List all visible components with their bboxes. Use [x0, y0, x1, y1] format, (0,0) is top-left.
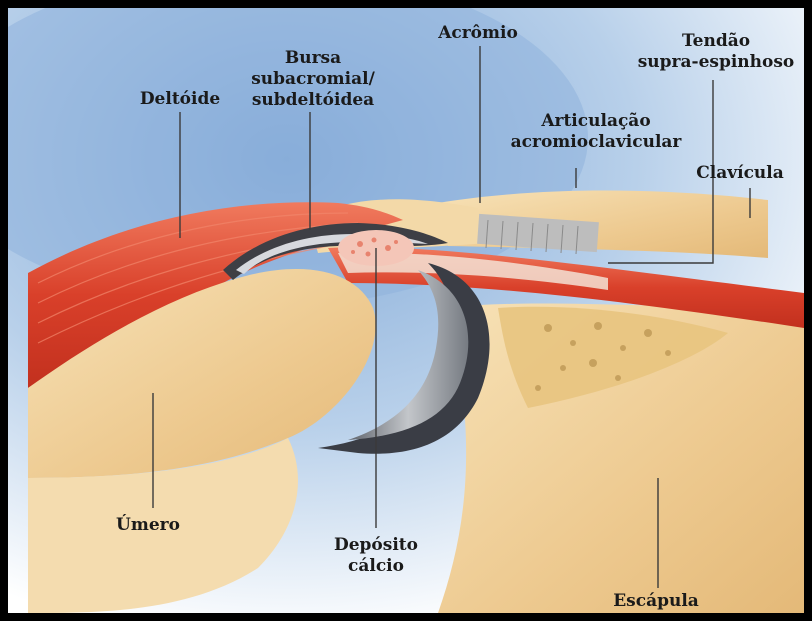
- shoulder-anatomy-diagram: Deltóide Bursa subacromial/ subdeltóidea…: [8, 8, 804, 613]
- label-bursa-line3: subdeltóidea: [252, 90, 374, 110]
- label-umero: Úmero: [116, 514, 180, 535]
- label-tendao-line2: supra-espinhoso: [638, 52, 795, 72]
- label-articulacao-line1: Articulação: [540, 111, 650, 131]
- label-deltoide: Deltóide: [140, 89, 221, 109]
- label-deposito-line1: Depósito: [334, 535, 418, 555]
- label-deposito-line2: cálcio: [348, 556, 404, 576]
- label-articulacao-line2: acromioclavicular: [511, 132, 683, 152]
- label-bursa-line1: Bursa: [285, 48, 341, 68]
- label-tendao-line1: Tendão: [682, 31, 750, 51]
- label-bursa-line2: subacromial/: [251, 69, 375, 89]
- label-escapula: Escápula: [613, 591, 699, 611]
- label-acromio: Acrômio: [437, 23, 518, 43]
- label-clavicula: Clavícula: [696, 163, 784, 183]
